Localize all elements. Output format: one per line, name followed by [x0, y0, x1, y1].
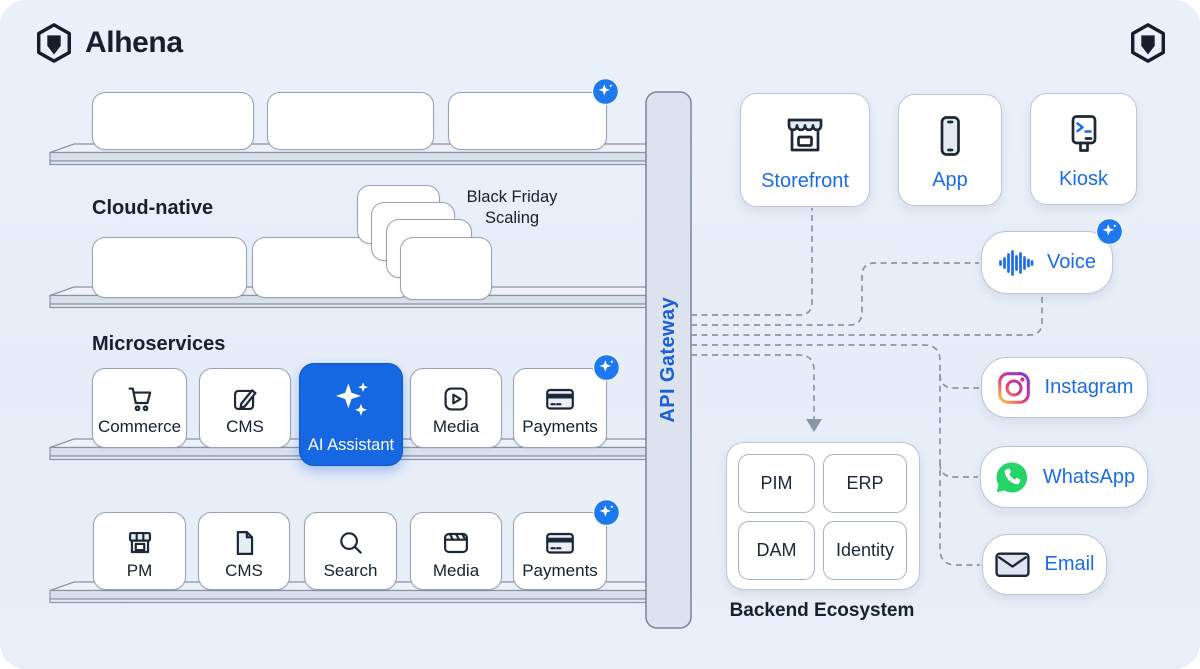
card-label: PM: [126, 561, 153, 580]
connector-voice-bottom: [691, 296, 1043, 336]
card-media-2: Media: [410, 512, 502, 590]
channel-whatsapp: WhatsApp: [980, 446, 1148, 508]
card-search: Search: [304, 512, 397, 590]
clapperboard-icon: [438, 525, 474, 561]
instagram-icon: [996, 370, 1032, 406]
brand-name: Alhena: [85, 26, 183, 59]
connector-backend: [691, 354, 815, 419]
channel-label: App: [932, 169, 968, 191]
credit-card-icon: [542, 381, 578, 417]
scaling-stack-card: [400, 237, 492, 300]
edit-icon: [227, 381, 263, 417]
channel-label: Voice: [1047, 251, 1096, 273]
card-label: Search: [323, 561, 378, 580]
smartphone-icon: [923, 110, 977, 164]
channel-label: Storefront: [761, 170, 849, 192]
hexagon-package-icon: [34, 22, 74, 64]
microservices-label: Microservices: [92, 333, 226, 355]
email-icon: [994, 551, 1031, 579]
hexagon-package-icon: [1128, 22, 1168, 64]
connector-storefront: [691, 208, 813, 316]
whatsapp-icon: [993, 459, 1030, 496]
storefront-icon: [778, 109, 832, 163]
connector-trunk-email: [691, 344, 980, 566]
backend-ecosystem-label: Backend Ecosystem: [729, 600, 915, 621]
connector-voice-left: [691, 262, 979, 326]
card-cms: CMS: [199, 368, 291, 448]
channel-app: App: [898, 94, 1002, 206]
card-label: Payments: [522, 561, 598, 580]
play-icon: [438, 381, 474, 417]
sparkles-icon: [328, 376, 374, 422]
card-payments: Payments: [513, 368, 607, 448]
channel-instagram: Instagram: [981, 357, 1148, 418]
kiosk-icon: [1057, 109, 1111, 163]
backend-system-dam: DAM: [738, 521, 815, 580]
document-icon: [226, 525, 262, 561]
api-gateway-bar: [645, 91, 692, 629]
brand[interactable]: Alhena: [34, 22, 183, 64]
empty-slot: [92, 92, 254, 150]
card-label: Payments: [522, 417, 598, 436]
card-cms-2: CMS: [198, 512, 290, 590]
ai-sparkle-badge: [593, 499, 620, 526]
card-pm: PM: [93, 512, 186, 590]
card-label: CMS: [225, 561, 263, 580]
storefront-mini-icon: [122, 525, 158, 561]
backend-system-identity: Identity: [823, 521, 907, 580]
connector-instagram: [939, 373, 979, 389]
empty-slot: [92, 237, 247, 298]
backend-system-pim: PIM: [738, 454, 815, 513]
cart-icon: [122, 381, 158, 417]
card-label: Commerce: [97, 417, 182, 436]
backend-system-erp: ERP: [823, 454, 907, 513]
card-label: CMS: [226, 417, 264, 436]
channel-kiosk: Kiosk: [1030, 93, 1137, 205]
backend-arrowhead: [806, 419, 822, 432]
card-label: AI Assistant: [307, 436, 395, 454]
channel-storefront: Storefront: [740, 93, 870, 207]
channel-label: Kiosk: [1059, 168, 1108, 190]
api-gateway-label: API Gateway: [657, 297, 679, 423]
channel-label: WhatsApp: [1042, 465, 1136, 488]
card-ai-assistant: AI Assistant: [299, 363, 403, 466]
ai-sparkle-badge: [593, 354, 620, 381]
card-label: Media: [432, 561, 480, 580]
channel-label: Email: [1044, 553, 1095, 575]
channel-email: Email: [982, 534, 1107, 595]
card-commerce: Commerce: [92, 368, 187, 448]
card-label: Media: [432, 417, 480, 436]
empty-slot: [448, 92, 607, 150]
black-friday-annotation: Black Friday Scaling: [466, 188, 558, 227]
cloud-native-label: Cloud-native: [92, 197, 214, 219]
ai-sparkle-badge: [1096, 218, 1123, 245]
channel-label: Instagram: [1044, 376, 1134, 398]
brand-mark-right[interactable]: [1128, 22, 1168, 64]
card-payments-2: Payments: [513, 512, 607, 590]
waveform-icon: [998, 249, 1034, 277]
ai-sparkle-badge: [592, 78, 619, 105]
channel-voice: Voice: [981, 231, 1113, 294]
credit-card-icon: [542, 525, 578, 561]
connector-whatsapp: [939, 462, 978, 478]
card-media: Media: [410, 368, 502, 448]
search-icon: [333, 525, 369, 561]
empty-slot: [267, 92, 434, 150]
